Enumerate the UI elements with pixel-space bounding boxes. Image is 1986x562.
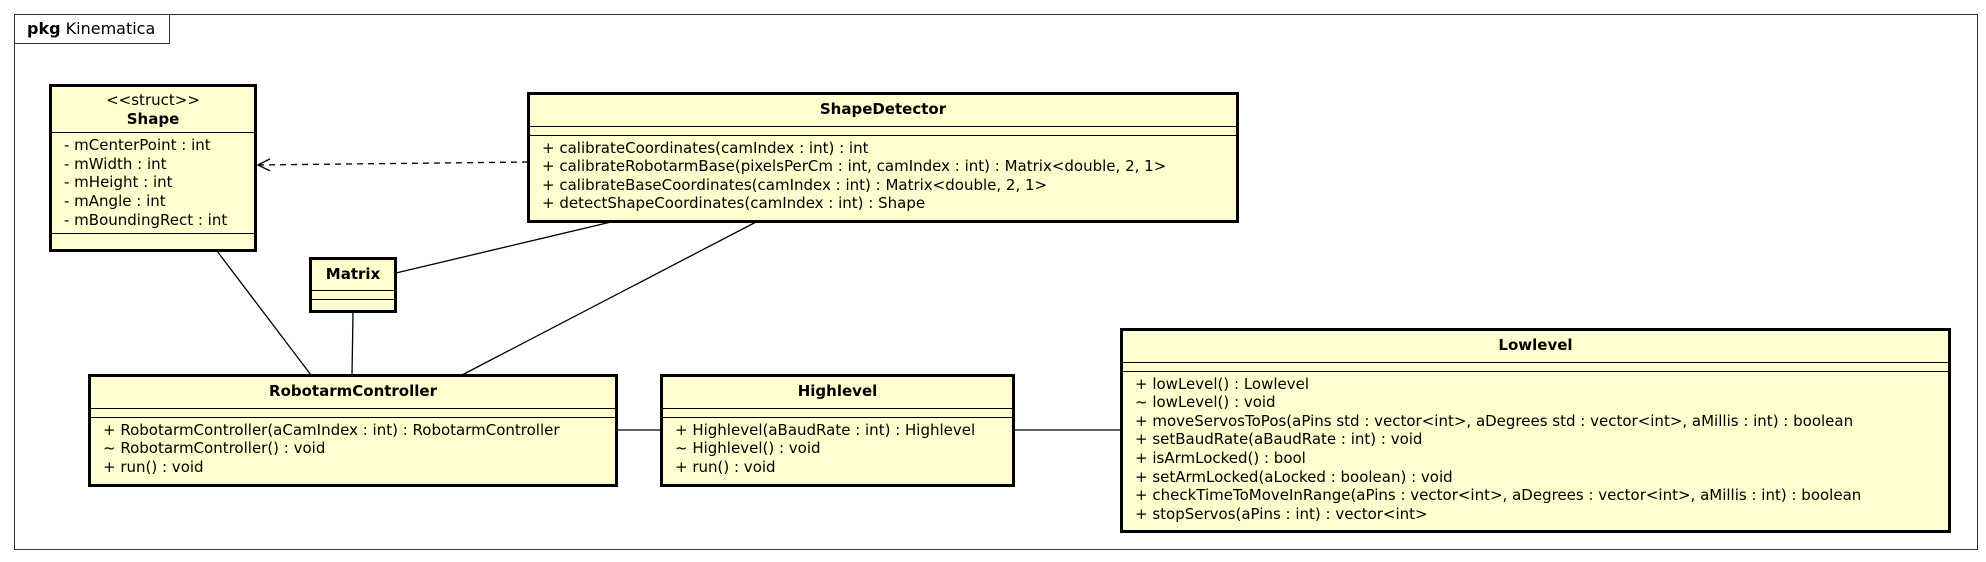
association-shapedetector-robotarmcontroller xyxy=(461,221,757,376)
package-label: pkg Kinematica xyxy=(14,14,171,44)
class-header: Lowlevel xyxy=(1123,331,1948,362)
dependency-shapedetector-to-shape xyxy=(258,162,529,165)
association-shape-robotarmcontroller xyxy=(216,250,312,376)
class-name: Highlevel xyxy=(797,382,878,400)
operations-compartment xyxy=(52,233,254,242)
class-name: RobotarmController xyxy=(269,382,437,400)
class-header: ShapeDetector xyxy=(530,95,1236,126)
class-lowlevel[interactable]: Lowlevel + lowLevel() : Lowlevel ~ lowLe… xyxy=(1120,328,1951,533)
association-matrix-robotarmcontroller xyxy=(351,311,354,376)
package-keyword: pkg xyxy=(27,19,61,38)
class-name: Lowlevel xyxy=(1498,336,1573,354)
operations-compartment: + lowLevel() : Lowlevel ~ lowLevel() : v… xyxy=(1123,370,1948,528)
attribute: - mCenterPoint : int xyxy=(64,136,211,155)
class-shape[interactable]: <<struct>> Shape - mCenterPoint : int - … xyxy=(49,84,257,252)
package-frame xyxy=(14,14,1978,550)
attribute: - mAngle : int xyxy=(64,191,166,210)
operation: + detectShapeCoordinates(camIndex : int)… xyxy=(542,194,926,213)
operation: + isArmLocked() : bool xyxy=(1135,448,1306,467)
association-matrix-shapedetector xyxy=(395,221,612,274)
class-matrix[interactable]: Matrix xyxy=(309,257,397,313)
operation: + run() : void xyxy=(675,457,776,476)
attributes-compartment xyxy=(91,407,615,417)
attribute: - mBoundingRect : int xyxy=(64,210,228,229)
attributes-compartment xyxy=(312,289,394,299)
operation: + moveServosToPos(aPins std : vector<int… xyxy=(1135,411,1854,430)
operation: + calibrateCoordinates(camIndex : int) :… xyxy=(542,138,869,157)
operation: ~ lowLevel() : void xyxy=(1135,393,1276,412)
operation: ~ RobotarmController() : void xyxy=(103,439,326,458)
class-name: Shape xyxy=(126,109,180,128)
operations-compartment: + Highlevel(aBaudRate : int) : Highlevel… xyxy=(663,416,1012,481)
operations-compartment: + RobotarmController(aCamIndex : int) : … xyxy=(91,416,615,481)
operation: + run() : void xyxy=(103,457,204,476)
class-robotarmcontroller[interactable]: RobotarmController + RobotarmController(… xyxy=(88,374,618,487)
class-highlevel[interactable]: Highlevel + Highlevel(aBaudRate : int) :… xyxy=(660,374,1015,487)
attributes-compartment xyxy=(663,407,1012,417)
operation: + lowLevel() : Lowlevel xyxy=(1135,374,1310,393)
operation: + calibrateBaseCoordinates(camIndex : in… xyxy=(542,175,1048,194)
class-name: ShapeDetector xyxy=(819,100,947,118)
operation: + checkTimeToMoveInRange(aPins : vector<… xyxy=(1135,486,1862,505)
package-name: Kinematica xyxy=(65,19,156,38)
class-name: Matrix xyxy=(325,265,381,283)
attributes-compartment: - mCenterPoint : int - mWidth : int - mH… xyxy=(52,132,254,233)
class-header: Highlevel xyxy=(663,377,1012,408)
operation: + RobotarmController(aCamIndex : int) : … xyxy=(103,420,560,439)
operation: ~ Highlevel() : void xyxy=(675,439,821,458)
operations-compartment xyxy=(312,298,394,308)
operation: + setArmLocked(aLocked : boolean) : void xyxy=(1135,467,1453,486)
operation: + calibrateRobotarmBase(pixelsPerCm : in… xyxy=(542,157,1167,176)
class-header: <<struct>> Shape xyxy=(52,87,254,132)
operations-compartment: + calibrateCoordinates(camIndex : int) :… xyxy=(530,134,1236,217)
stereotype-label: <<struct>> xyxy=(106,91,200,109)
attribute: - mWidth : int xyxy=(64,154,167,173)
class-header: RobotarmController xyxy=(91,377,615,408)
operation: + stopServos(aPins : int) : vector<int> xyxy=(1135,504,1428,523)
class-header: Matrix xyxy=(312,260,394,290)
attributes-compartment xyxy=(1123,361,1948,371)
class-shapedetector[interactable]: ShapeDetector + calibrateCoordinates(cam… xyxy=(527,92,1239,223)
operation: + Highlevel(aBaudRate : int) : Highlevel xyxy=(675,420,976,439)
attributes-compartment xyxy=(530,125,1236,135)
operation: + setBaudRate(aBaudRate : int) : void xyxy=(1135,430,1423,449)
attribute: - mHeight : int xyxy=(64,173,173,192)
